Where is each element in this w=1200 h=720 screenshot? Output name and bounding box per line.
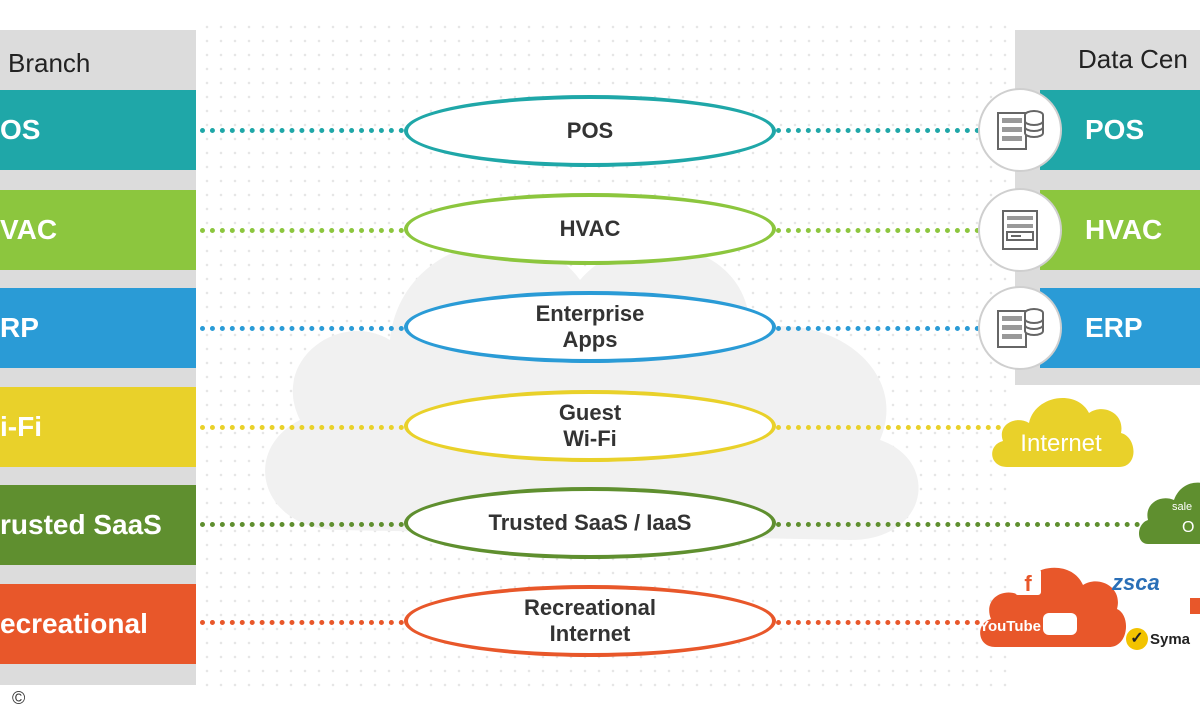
recreational-cloud-icon: f YouTube (979, 567, 1127, 647)
branch-bar-wifi: i-Fi (0, 387, 196, 467)
branch-bar-hvac: VAC (0, 190, 196, 270)
data-center-bar-hvac: HVAC (1040, 190, 1200, 270)
connector-left-hvac (200, 228, 404, 233)
oval-label: Guest Wi-Fi (558, 400, 622, 451)
data-center-bar-label: POS (1085, 114, 1145, 145)
data-center-bar-erp: ERP (1040, 288, 1200, 368)
connector-right-saas (776, 522, 1140, 527)
server-database-icon (978, 88, 1062, 172)
symantec-label: Syma (1150, 630, 1191, 648)
connector-right-recreational (776, 620, 980, 625)
youtube-icon: YouTube (979, 613, 1077, 635)
branch-bar-label: OS (0, 114, 41, 145)
svg-text:f: f (1024, 571, 1032, 596)
oval-label: Recreational Internet (523, 595, 657, 646)
copyright-mark: © (12, 688, 26, 708)
oval-recreational-internet: Recreational Internet (404, 585, 776, 657)
saas-cloud-icon: sale O (1139, 482, 1200, 544)
connector-right-erp (776, 326, 980, 331)
data-center-title: Data Cen (1078, 44, 1188, 74)
symantec-logo: ✓ Syma (1126, 628, 1190, 650)
internet-cloud-icon: Internet (992, 398, 1134, 467)
connector-left-erp (200, 326, 404, 331)
branch-bar-trusted-saas: rusted SaaS (0, 485, 196, 565)
facebook-icon: f (1015, 569, 1041, 596)
internet-cloud-label: Internet (1020, 430, 1102, 457)
oval-enterprise-apps: Enterprise Apps (404, 291, 776, 363)
oval-label: HVAC (559, 216, 621, 241)
branch-bar-label: i-Fi (0, 411, 42, 442)
connector-left-recreational (200, 620, 404, 625)
youtube-label: YouTube (979, 618, 1041, 635)
branch-bar-recreational: ecreational (0, 584, 196, 664)
oval-label: Trusted SaaS / IaaS (488, 510, 692, 535)
server-database-icon (978, 286, 1062, 370)
oval-label: Enterprise Apps (535, 301, 645, 352)
saas-cloud-label: sale (1172, 501, 1192, 513)
connector-left-wifi (200, 425, 404, 430)
connector-left-saas (200, 522, 404, 527)
oval-trusted-saas: Trusted SaaS / IaaS (404, 487, 776, 559)
oval-label: POS (566, 118, 614, 143)
checkmark-icon: ✓ (1126, 628, 1148, 650)
server-icon (978, 188, 1062, 272)
connector-left-pos (200, 128, 404, 133)
branch-bar-pos: OS (0, 90, 196, 170)
connector-right-wifi (776, 425, 1001, 430)
branch-bar-label: RP (0, 312, 39, 343)
branch-bar-label: rusted SaaS (0, 509, 162, 540)
branch-bar-label: ecreational (0, 608, 148, 639)
brand-fragment (1190, 598, 1200, 614)
oval-hvac: HVAC (404, 193, 776, 265)
oval-guest-wifi: Guest Wi-Fi (404, 390, 776, 462)
connector-right-hvac (776, 228, 980, 233)
saas-cloud-label-2: O (1182, 519, 1194, 536)
data-center-bar-pos: POS (1040, 90, 1200, 170)
branch-title: Branch (8, 48, 91, 78)
data-center-bar-label: ERP (1085, 312, 1143, 343)
data-center-bar-label: HVAC (1085, 214, 1163, 245)
oval-pos: POS (404, 95, 776, 167)
branch-bar-label: VAC (0, 214, 58, 245)
branch-bar-erp: RP (0, 288, 196, 368)
connector-right-pos (776, 128, 980, 133)
zscaler-logo: zsca (1112, 570, 1160, 595)
